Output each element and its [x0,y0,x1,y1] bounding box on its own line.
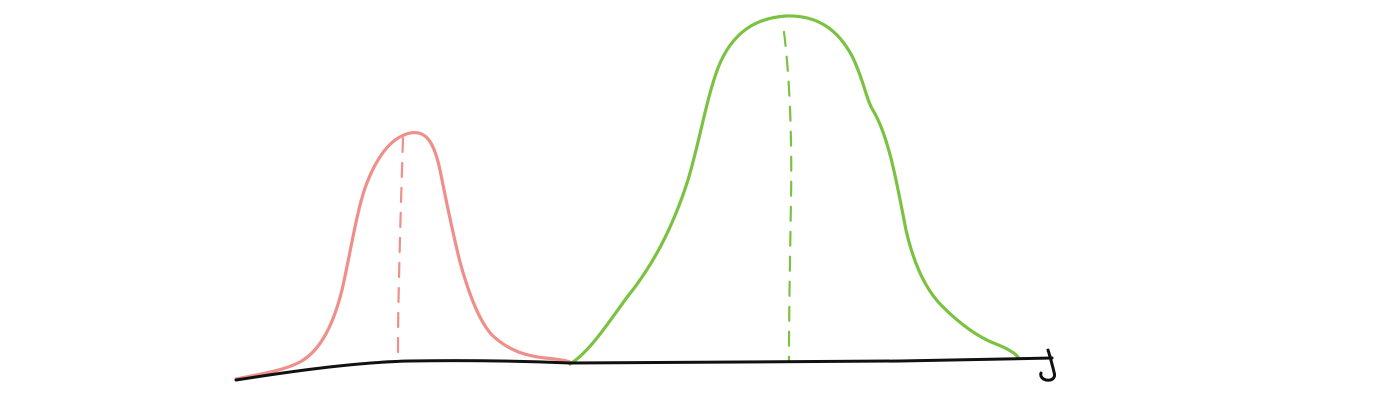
pink-peak-dashed-line [396,136,405,364]
green-distribution-curve [568,14,1020,366]
axis-end-arrow-icon [1039,348,1056,382]
horizontal-axis [234,356,1054,382]
green-peak-dashed-line [782,30,793,364]
pink-distribution-curve [234,130,572,381]
